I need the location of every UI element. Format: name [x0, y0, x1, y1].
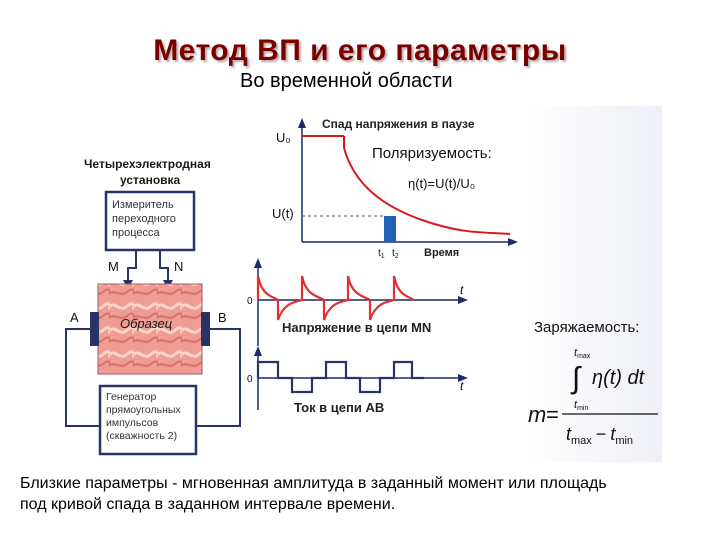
- decay-window: [384, 216, 396, 242]
- generator-box: [98, 384, 198, 456]
- footer-line-1: Близкие параметры - мгновенная амплитуда…: [20, 475, 607, 492]
- setup-label-1: Четырехэлектродная: [84, 157, 211, 171]
- electrode-n-label: N: [174, 259, 183, 274]
- integral-sign: ∫: [570, 362, 582, 395]
- decay-curve: [343, 147, 511, 235]
- wire-m: [127, 250, 137, 288]
- voltage-waveform: [256, 275, 415, 321]
- diagram-panel: Четырехэлектродная установка Измеритель …: [62, 106, 662, 462]
- decay-title: Спад напряжения в паузе: [322, 117, 475, 131]
- electrode-b-plate: [201, 312, 210, 346]
- electrode-a-plate: [90, 312, 99, 346]
- decay-x-arrow: [508, 238, 518, 246]
- polar-formula: η(t)=U(t)/U₀: [408, 176, 475, 191]
- wire-n: [159, 250, 169, 288]
- current-t: t: [460, 379, 464, 393]
- decay-y-mid-label: U(t): [272, 206, 294, 221]
- voltage-caption: Напряжение в цепи MN: [282, 320, 431, 335]
- wire-a: [65, 328, 100, 427]
- page-title: Метод ВП и его параметры: [153, 34, 567, 67]
- footer-line-2: под кривой спада в заданном интервале вр…: [20, 496, 396, 513]
- decay-x-label: Время: [424, 247, 459, 259]
- electrode-b-label: B: [218, 310, 227, 325]
- electrode-m-label: M: [108, 259, 119, 274]
- m-symbol: m: [528, 402, 546, 427]
- integrand: η(t) dt: [592, 367, 646, 389]
- sample-block: [97, 283, 203, 375]
- generator-label-3: импульсов: [106, 417, 159, 429]
- meter-label-2: переходного: [112, 213, 176, 225]
- sample-label: Образец: [120, 316, 172, 331]
- current-y-arrow: [254, 346, 262, 356]
- current-zero: 0: [247, 374, 253, 385]
- voltage-t: t: [460, 283, 464, 297]
- page-subtitle: Во временной области: [240, 70, 453, 92]
- voltage-y-arrow: [254, 258, 262, 268]
- decay-y-top-label: U₀: [276, 130, 291, 145]
- diagram-canvas: Четырехэлектродная установка Измеритель …: [65, 106, 662, 462]
- polar-title: Поляризуемость:: [372, 145, 492, 162]
- decay-y-arrow: [298, 118, 306, 128]
- current-waveform: [256, 360, 424, 394]
- setup-label-2: установка: [120, 173, 181, 187]
- footer-note: Близкие параметры - мгновенная амплитуда…: [20, 473, 710, 515]
- electrode-a-label: A: [70, 310, 79, 325]
- decay-t2-label: t2: [392, 248, 399, 260]
- generator-label-1: Генератор: [106, 391, 156, 403]
- current-x-arrow: [458, 374, 468, 382]
- right-shade: [522, 106, 662, 462]
- meter-label-3: процесса: [112, 227, 160, 239]
- decay-t1-label: t1: [378, 248, 385, 260]
- wire-b: [196, 328, 241, 427]
- voltage-zero: 0: [247, 296, 253, 307]
- denominator: tmax−tmin: [566, 424, 633, 447]
- generator-label-2: прямоугольных: [106, 404, 181, 416]
- meter-box: [104, 190, 196, 252]
- current-caption: Ток в цепи AB: [294, 400, 384, 415]
- chargeability-title: Заряжаемость:: [534, 319, 639, 336]
- meter-label-1: Измеритель: [112, 199, 174, 211]
- generator-label-4: (скважность 2): [106, 430, 177, 442]
- int-upper-limit: tmax: [574, 347, 591, 360]
- equals-sign: =: [546, 402, 559, 427]
- voltage-x-arrow: [458, 296, 468, 304]
- int-lower-limit: tmin: [574, 399, 588, 412]
